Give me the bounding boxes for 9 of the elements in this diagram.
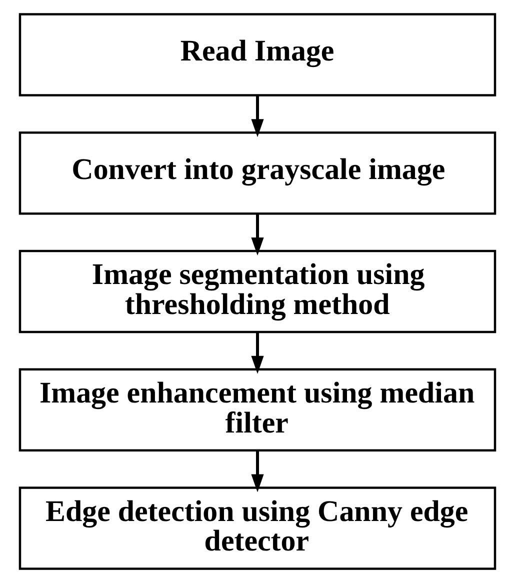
node-box: Convert into grayscale image (18, 132, 496, 215)
node-box: Image enhancement using median filter (18, 368, 496, 452)
node-box: Edge detection using Canny edge detector (18, 486, 496, 570)
arrow (251, 450, 264, 492)
node-box: Read Image (18, 13, 496, 96)
arrow (251, 95, 264, 138)
arrow (251, 214, 264, 256)
arrow (251, 332, 264, 374)
node-box: Image segmentation using thresholding method (18, 250, 496, 334)
